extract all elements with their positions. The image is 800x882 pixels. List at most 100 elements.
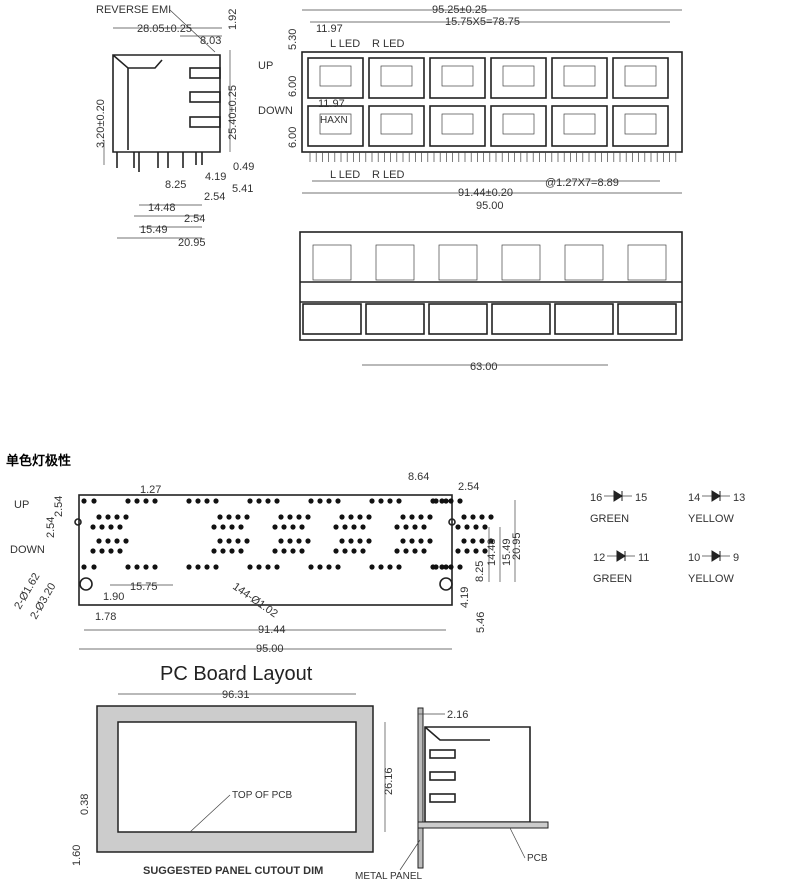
pin-hole	[457, 498, 463, 504]
pin-hole	[229, 548, 235, 554]
dim-label: 14.48	[486, 538, 498, 566]
pin-hole	[439, 498, 445, 504]
port-contacts	[319, 113, 352, 135]
pin-hole	[211, 548, 217, 554]
pin-hole	[299, 524, 305, 530]
led-color-label: YELLOW	[688, 573, 734, 585]
pin-hole	[448, 564, 454, 570]
dim-label: 144-Ø1.02	[230, 581, 279, 621]
pin-hole	[360, 548, 366, 554]
pin-hole	[348, 514, 354, 520]
pin-hole	[256, 564, 262, 570]
pin-hole	[339, 514, 345, 520]
dim-label: 8.03	[200, 35, 221, 47]
pin-hole	[152, 564, 158, 570]
pin-hole	[213, 564, 219, 570]
led-color-label: GREEN	[593, 573, 632, 585]
led-color-label: YELLOW	[688, 513, 734, 525]
pin-hole	[105, 514, 111, 520]
pin-hole	[96, 538, 102, 544]
pin-hole	[204, 498, 210, 504]
pin-hole	[403, 548, 409, 554]
port-contacts	[319, 65, 352, 87]
port-top	[627, 244, 667, 281]
pin-hole	[461, 514, 467, 520]
pin-hole	[90, 548, 96, 554]
pin-hole	[108, 548, 114, 554]
dim-label: 11.97	[316, 23, 343, 35]
port-top	[438, 244, 478, 281]
dim-label: 20.95	[511, 532, 523, 560]
port-top	[564, 244, 604, 281]
pin-hole	[204, 564, 210, 570]
pin-hole	[394, 548, 400, 554]
pin-hole	[211, 524, 217, 530]
pin-hole	[479, 538, 485, 544]
pin-hole	[357, 538, 363, 544]
pin-hole	[226, 538, 232, 544]
dim-label: 96.31	[222, 689, 250, 701]
pin-hole	[482, 524, 488, 530]
dim-label: 15.49	[501, 538, 513, 566]
dim-label: 5.30	[287, 29, 299, 50]
rj45-port	[429, 105, 486, 147]
dim-label: @1.27X7=8.89	[545, 177, 619, 189]
pin-hole	[464, 548, 470, 554]
port-top	[375, 244, 415, 281]
port-bottom	[302, 303, 362, 335]
pin-hole	[152, 498, 158, 504]
port-bottom	[491, 303, 551, 335]
pin-hole	[195, 498, 201, 504]
pin-hole	[299, 548, 305, 554]
dim-label: 15.75X5=78.75	[445, 16, 520, 28]
top-of-pcb-label: TOP OF PCB	[232, 790, 293, 801]
pin-hole	[287, 514, 293, 520]
pin-hole	[117, 548, 123, 554]
pin-hole	[387, 498, 393, 504]
pin-hole	[125, 564, 131, 570]
pin-hole	[351, 524, 357, 530]
led-diode-icon	[616, 550, 626, 562]
pin-hole	[308, 564, 314, 570]
dim-label: 14.48	[148, 202, 176, 214]
dim-label: 26.16	[383, 767, 395, 795]
pin-hole	[213, 498, 219, 504]
pin-hole	[281, 548, 287, 554]
pin-hole	[195, 564, 201, 570]
pin-hole	[290, 548, 296, 554]
pin-hole	[90, 524, 96, 530]
rj45-port	[368, 57, 425, 99]
pin-hole	[351, 548, 357, 554]
pin-hole	[81, 498, 87, 504]
pin-hole	[342, 548, 348, 554]
dim-label: 4.19	[459, 587, 471, 608]
r-led-label: R LED	[372, 169, 404, 181]
pin-hole	[335, 498, 341, 504]
pin-hole	[421, 524, 427, 530]
pin-hole	[244, 514, 250, 520]
pin-hole	[287, 538, 293, 544]
dim-label: 20.95	[178, 237, 206, 249]
pin-number: 14	[688, 492, 700, 504]
port-bottom	[617, 303, 677, 335]
dim-label: 0.38	[79, 794, 91, 815]
pin-hole	[387, 564, 393, 570]
up-label: UP	[258, 60, 273, 72]
pin-hole	[396, 498, 402, 504]
l-led-label: L LED	[330, 38, 360, 50]
pin-hole	[335, 564, 341, 570]
pin-hole	[108, 524, 114, 530]
bottom-view: 63.00	[299, 231, 683, 373]
polarity-note: 单色灯极性	[6, 453, 71, 469]
led-diode-icon	[711, 550, 721, 562]
pin-hole	[479, 514, 485, 520]
pin-hole	[305, 514, 311, 520]
pin-hole	[226, 514, 232, 520]
dim-label: 1.27	[140, 484, 161, 496]
pin-hole	[123, 514, 129, 520]
pin-hole	[235, 538, 241, 544]
pin-hole	[470, 514, 476, 520]
